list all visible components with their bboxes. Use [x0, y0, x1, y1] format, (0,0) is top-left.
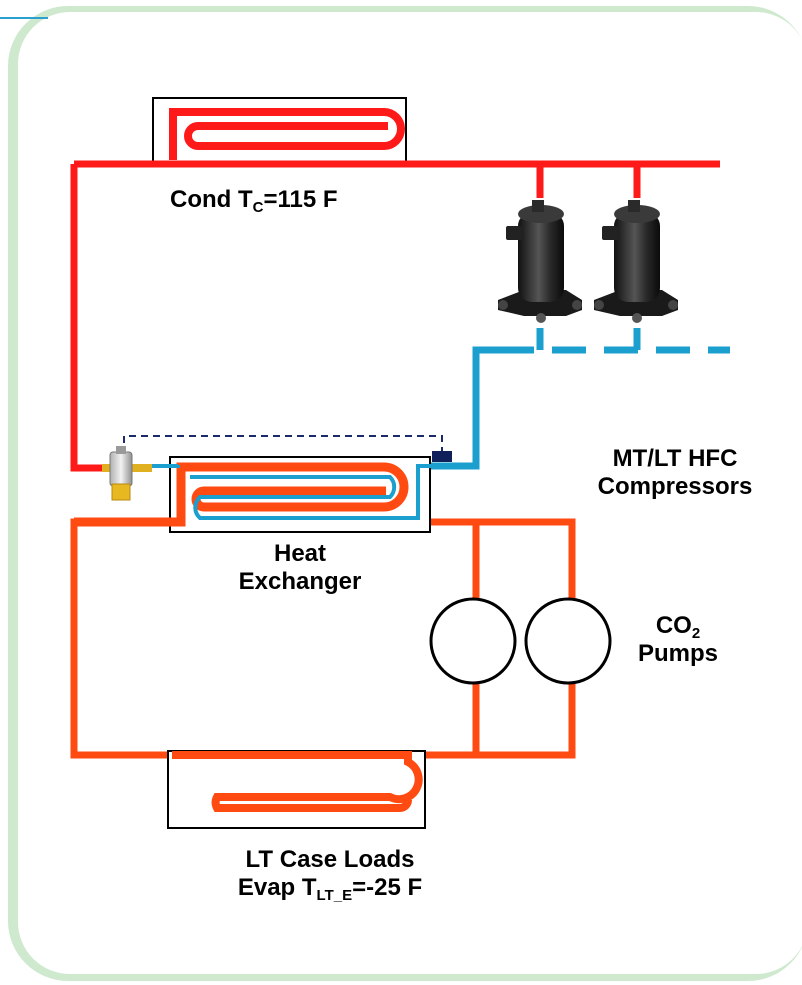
hx-refrigerant-coil	[140, 464, 432, 520]
evaporator-box	[167, 750, 426, 829]
loads-line1: LT Case Loads	[245, 846, 415, 873]
compressors-label: MT/LT HFC Compressors	[570, 445, 780, 501]
suction-line	[430, 346, 500, 470]
condenser-label: Cond TC=115 F	[170, 186, 410, 216]
hx-line1: Heat	[273, 540, 327, 567]
compressor-icon	[498, 200, 582, 323]
evap-suffix: =-25 F	[352, 874, 423, 901]
co2-pumps-label: CO2 Pumps	[618, 612, 738, 668]
compressors-line2: Compressors	[597, 473, 753, 500]
cond-suffix: =115 F	[263, 186, 338, 213]
pump-icon	[524, 597, 612, 685]
co2-sub: 2	[691, 625, 701, 642]
condenser-coil	[169, 108, 405, 160]
cond-sub: C	[252, 199, 264, 216]
cond-prefix: Cond T	[170, 186, 253, 213]
co2-prefix: CO	[655, 612, 692, 639]
compressor-icon	[594, 200, 678, 323]
evap-prefix: Evap T	[237, 874, 317, 901]
evaporator-coil	[172, 751, 423, 812]
hx-co2-coil	[74, 462, 409, 527]
loads-label: LT Case Loads Evap TLT_E=-25 F	[180, 846, 480, 904]
pump-icon	[429, 597, 517, 685]
hx-line2: Exchanger	[238, 568, 362, 595]
evap-sub: LT_E	[316, 887, 353, 904]
co2-line2: Pumps	[637, 640, 718, 667]
expansion-valve-icon	[102, 446, 152, 501]
heat-exchanger-label: Heat Exchanger	[190, 540, 410, 596]
sensing-bulb-icon	[432, 451, 452, 462]
compressors-line1: MT/LT HFC	[612, 445, 738, 472]
liquid-line	[70, 160, 173, 472]
